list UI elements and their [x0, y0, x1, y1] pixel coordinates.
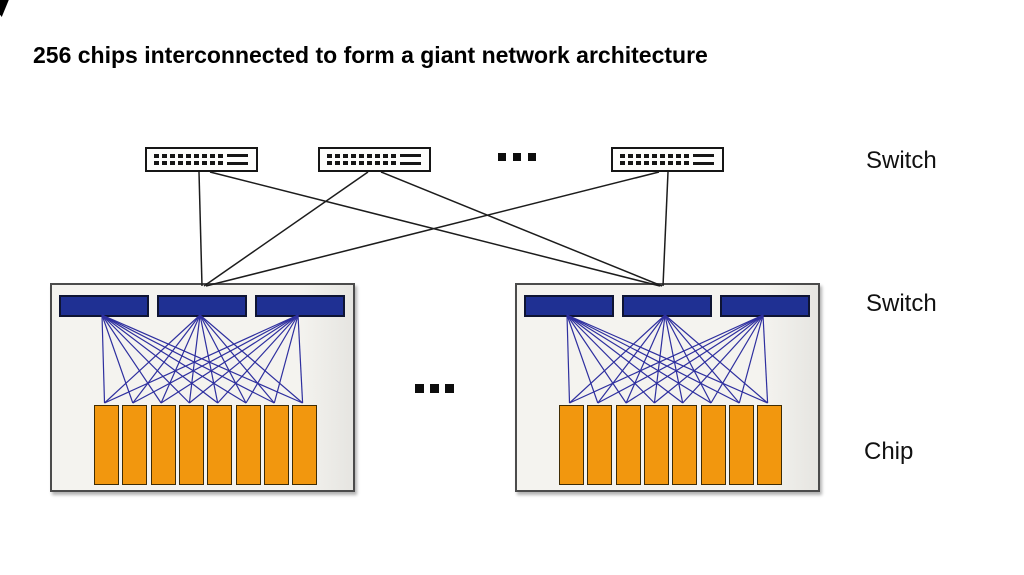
top-switch: [611, 147, 724, 172]
pod: [50, 283, 355, 492]
ellipsis-icon: [498, 153, 543, 161]
chip: [94, 405, 119, 485]
pod-switch: [157, 295, 247, 317]
chip: [587, 405, 613, 485]
chip: [615, 405, 641, 485]
chip: [728, 405, 754, 485]
switch-ports-icon: [327, 154, 396, 165]
label-chip: Chip: [864, 438, 914, 465]
equals-icon: [693, 154, 714, 165]
ellipsis-icon: [415, 384, 460, 393]
pod-switch: [720, 295, 810, 317]
chip: [235, 405, 261, 485]
dot-icon: [528, 153, 536, 161]
trunk-line: [209, 171, 661, 287]
trunk-line: [198, 171, 203, 287]
port-row-icon: [327, 161, 396, 165]
corner-mark: [0, 0, 10, 17]
equals-icon: [227, 154, 248, 165]
pod: [515, 283, 820, 492]
dot-icon: [430, 384, 439, 393]
switch-ports-icon: [620, 154, 689, 165]
chip: [263, 405, 289, 485]
chip: [207, 405, 233, 485]
trunk-line: [662, 171, 669, 287]
port-row-icon: [154, 154, 223, 158]
pod-switch: [59, 295, 149, 317]
trunk-line: [380, 171, 663, 287]
chip: [700, 405, 726, 485]
dot-icon: [445, 384, 454, 393]
chip: [292, 405, 318, 485]
chip: [150, 405, 176, 485]
pod-switch: [622, 295, 712, 317]
switch-ports-icon: [154, 154, 223, 165]
chip: [672, 405, 698, 485]
chip: [178, 405, 204, 485]
dot-icon: [498, 153, 506, 161]
port-row-icon: [154, 161, 223, 165]
port-row-icon: [620, 154, 689, 158]
pod-switch: [524, 295, 614, 317]
equals-icon: [400, 154, 421, 165]
trunk-line: [205, 171, 660, 287]
chip: [757, 405, 783, 485]
chip: [643, 405, 669, 485]
port-row-icon: [620, 161, 689, 165]
top-switch: [318, 147, 431, 172]
dot-icon: [415, 384, 424, 393]
chip: [559, 405, 584, 485]
top-switch: [145, 147, 258, 172]
dot-icon: [513, 153, 521, 161]
label-switch-pod: Switch: [866, 290, 937, 317]
trunk-line: [203, 171, 369, 287]
label-switch-top: Switch: [866, 147, 937, 174]
port-row-icon: [327, 154, 396, 158]
pod-switch: [255, 295, 345, 317]
chip: [122, 405, 148, 485]
diagram-title: 256 chips interconnected to form a giant…: [33, 42, 708, 68]
